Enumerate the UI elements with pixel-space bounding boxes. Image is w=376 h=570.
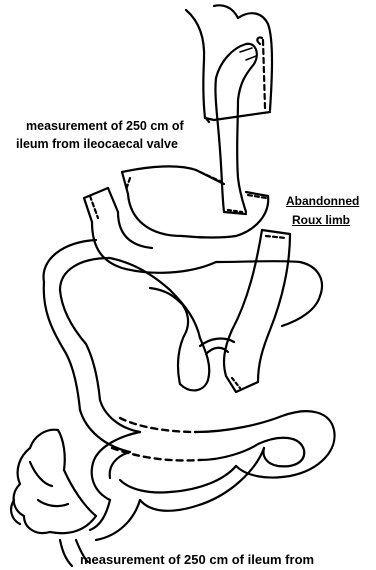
top-measurement-label-line2: ileum from ileocaecal valve [16, 136, 178, 153]
roux-limb [200, 230, 290, 392]
divided-bowel-segment [122, 166, 268, 237]
bottom-measurement-label: measurement of 250 cm of ileum from [80, 551, 314, 568]
lower-ileum [92, 411, 335, 511]
top-measurement-label-line1: measurement of 250 cm of [26, 118, 184, 135]
gastric-pouch [186, 5, 272, 122]
left-stump-loop [84, 188, 216, 273]
roux-limb-label-line1: Abandonned [286, 193, 359, 210]
jejunal-limb-upper [215, 44, 256, 214]
roux-limb-label-line2: Roux limb [292, 212, 350, 229]
